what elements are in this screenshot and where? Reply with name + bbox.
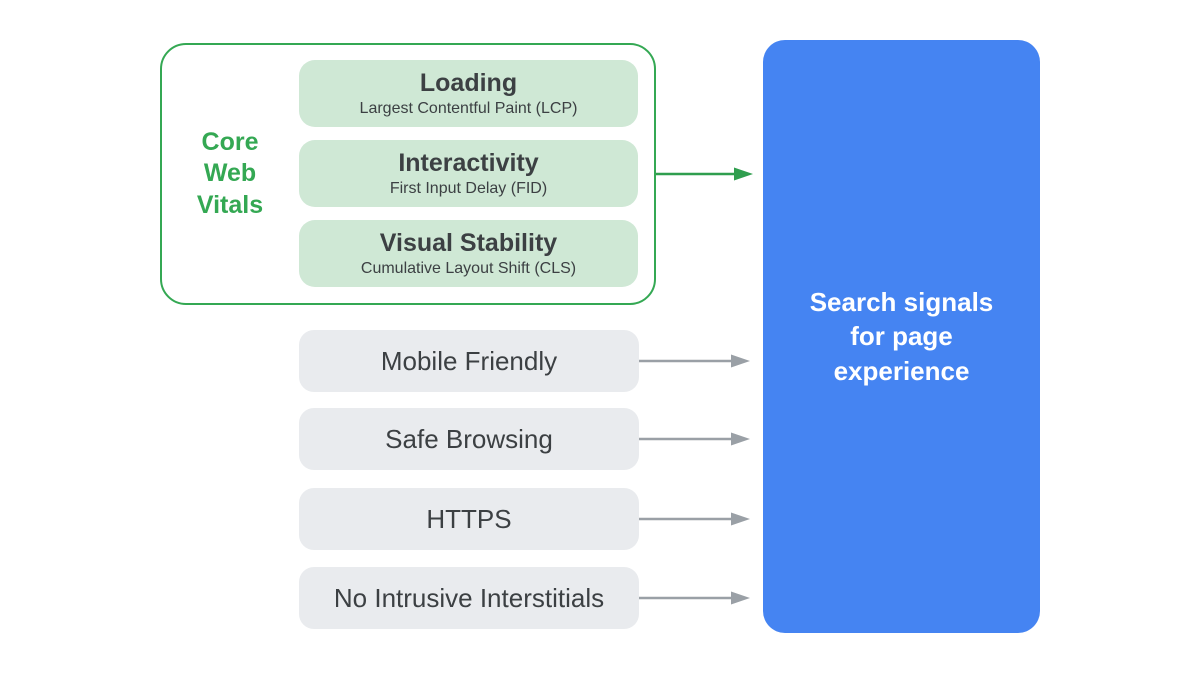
- signal-label: Mobile Friendly: [380, 345, 558, 376]
- search-signals-line: experience: [833, 355, 970, 386]
- cwv-label-line: Vitals: [196, 190, 264, 219]
- search-signals-box: Search signals for page experience: [763, 40, 1040, 633]
- cwv-item-title: Loading: [419, 69, 518, 98]
- signal-label: Safe Browsing: [385, 423, 553, 454]
- arrow-safe-browsing-icon: [639, 432, 750, 446]
- cwv-item-loading: Loading Largest Contentful Paint (LCP): [299, 60, 638, 127]
- arrow-core-web-vitals-icon: [656, 167, 753, 181]
- arrow-https-icon: [639, 512, 750, 526]
- signal-no-intrusive-interstitials: No Intrusive Interstitials: [299, 567, 639, 629]
- cwv-label-line: Web: [203, 159, 257, 188]
- cwv-item-title: Visual Stability: [379, 229, 558, 258]
- signal-label: HTTPS: [426, 503, 512, 534]
- signal-https: HTTPS: [299, 488, 639, 550]
- signal-safe-browsing: Safe Browsing: [299, 408, 639, 470]
- signal-label: No Intrusive Interstitials: [333, 582, 605, 613]
- signal-mobile-friendly: Mobile Friendly: [299, 330, 639, 392]
- cwv-label-line: Core: [201, 127, 259, 156]
- search-signals-line: Search signals: [809, 287, 994, 318]
- cwv-item-interactivity: Interactivity First Input Delay (FID): [299, 140, 638, 207]
- core-web-vitals-label: Core Web Vitals: [162, 43, 298, 305]
- cwv-item-visual-stability: Visual Stability Cumulative Layout Shift…: [299, 220, 638, 287]
- arrow-mobile-friendly-icon: [639, 354, 750, 368]
- arrow-no-intrusive-interstitials-icon: [639, 591, 750, 605]
- cwv-item-subtitle: First Input Delay (FID): [389, 179, 548, 197]
- cwv-item-subtitle: Largest Contentful Paint (LCP): [359, 99, 578, 117]
- cwv-item-title: Interactivity: [398, 149, 539, 178]
- search-signals-line: for page: [850, 321, 953, 352]
- cwv-item-subtitle: Cumulative Layout Shift (CLS): [360, 259, 577, 277]
